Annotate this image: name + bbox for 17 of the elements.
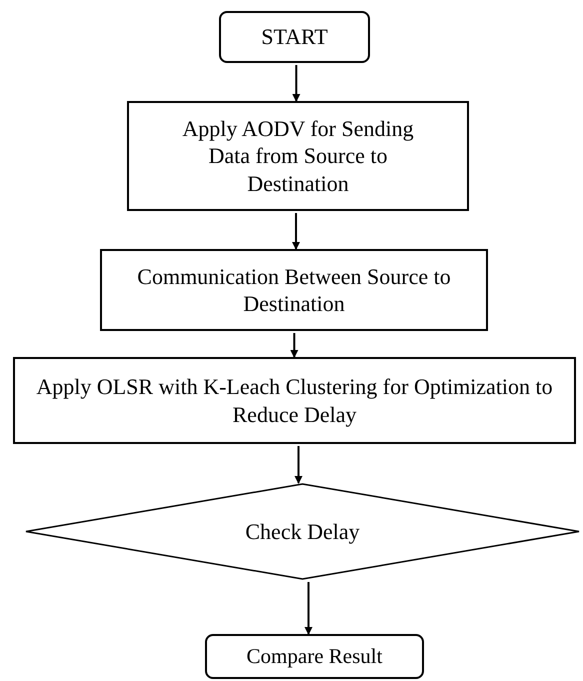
arrow — [290, 333, 298, 358]
node-label: Compare Result — [246, 643, 382, 670]
node-label: Apply AODV for Sending Data from Source to Destination — [181, 114, 415, 198]
node-label: Check Delay — [245, 518, 360, 546]
arrow — [304, 582, 312, 635]
node-label: Apply OLSR with K-Leach Clustering for Optimization to Reduce Delay — [35, 373, 554, 428]
process-box — [13, 357, 576, 444]
start-terminal — [219, 11, 370, 63]
node-label: Communication Between Source to Destination — [136, 262, 452, 318]
end-terminal — [205, 634, 424, 679]
process-box — [100, 249, 488, 331]
arrow — [292, 213, 300, 250]
decision-diamond — [25, 483, 580, 580]
node-label: START — [261, 23, 328, 51]
process-box — [127, 101, 469, 211]
arrow — [294, 446, 302, 484]
arrow — [292, 65, 300, 102]
